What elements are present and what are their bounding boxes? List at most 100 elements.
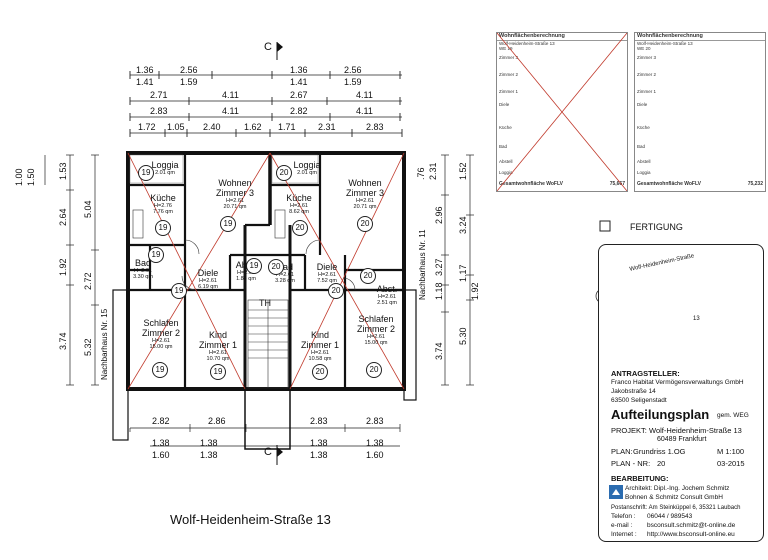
dim-top-4-4: 4.11 [356, 106, 373, 116]
section-marks [276, 42, 283, 465]
dim-top-4-3: 2.82 [290, 106, 308, 116]
title-block: Wolf-Heidenheim-Straße 13 ANTRAGSTELLER:… [598, 244, 764, 542]
map-street-label: Wolf-Heidenheim-Straße [629, 253, 695, 273]
dim-bottom-1-4: 2.83 [366, 416, 384, 426]
project-label: PROJEKT: [611, 426, 647, 435]
fertigung-label: FERTIGUNG [630, 222, 683, 232]
right-dimension-lines [441, 154, 474, 386]
dim-right-a-2: 3.24 [458, 216, 468, 234]
unit-badge: 20 [268, 259, 284, 275]
unit-badge: 19 [152, 362, 168, 378]
dim-right-top-2: 2.31 [428, 162, 438, 180]
plan-nr: 20 [657, 459, 666, 468]
area-calculation-sheet-19: Wohnflächenberechnung Wolf-Heidenheim-St… [496, 32, 628, 192]
dim-right-b-2: 3.27 [434, 258, 444, 276]
map-number-label: 13 [693, 316, 700, 322]
dim-left-a-2: 2.64 [58, 208, 68, 226]
architect: Architekt: Dipl.-Ing. Jochem Schmitz [625, 485, 730, 492]
dim-bottom-1-1: 2.82 [152, 416, 170, 426]
fertigung-checkbox [599, 220, 611, 232]
dim-bottom-1-2: 2.86 [208, 416, 226, 426]
dim-top-3-2: 4.11 [222, 90, 239, 100]
web: http://www.bsconsult-online.eu [647, 531, 735, 538]
dim-bottom-3-2: 1.38 [200, 450, 218, 460]
phone-label: Telefon : [611, 513, 636, 520]
section-mark-top: C [264, 41, 272, 53]
company-logo-icon [609, 485, 623, 499]
dim-top-4-2: 4.11 [222, 106, 239, 116]
dim-left-b-2: 2.72 [83, 272, 93, 290]
plan-title-suffix: gem. WEG [717, 412, 749, 419]
dim-top-2-4: 1.59 [344, 77, 362, 87]
stair-label: TH [259, 298, 271, 308]
dim-left-outer-2: 1.50 [26, 168, 36, 186]
dim-bottom-3-4: 1.60 [366, 450, 384, 460]
staircase [247, 299, 289, 389]
section-mark-bottom: C [264, 446, 272, 458]
dim-right-top-1: .76 [416, 167, 426, 180]
neighbour-left-label: Nachbarhaus Nr. 15 [100, 308, 109, 380]
plan-value: Grundriss 1.OG [633, 447, 686, 456]
bottom-dimension-lines [129, 424, 401, 447]
unit-badge: 20 [366, 362, 382, 378]
unit-badge: 20 [357, 216, 373, 232]
bearbeitung-label: BEARBEITUNG: [611, 474, 669, 483]
plan-scale: M 1:100 [717, 447, 745, 456]
dim-left-b-3: 5.32 [83, 338, 93, 356]
unit-badge: 20 [276, 165, 292, 181]
unit-badge: 19 [171, 283, 187, 299]
dim-right-b-1: 2.96 [434, 206, 444, 224]
project-line1: Wolf-Heidenheim-Straße 13 [649, 426, 742, 435]
web-label: Internet : [611, 531, 637, 538]
left-dimension-lines [44, 154, 99, 386]
dim-top-5-5: 1.71 [278, 122, 296, 132]
dim-bottom-3-1: 1.60 [152, 450, 170, 460]
dim-top-2-3: 1.41 [290, 77, 308, 87]
dim-bottom-1-3: 2.83 [310, 416, 328, 426]
dim-top-1-3: 1.36 [290, 65, 308, 75]
applicant-line2: Jakobstraße 14 [611, 388, 656, 395]
dim-top-4-1: 2.83 [150, 106, 168, 116]
dim-left-a-4: 3.74 [58, 332, 68, 350]
dim-bottom-2-4: 1.38 [366, 438, 384, 448]
room-abst-19: Abst.H=2.611.83 qm [236, 260, 257, 282]
plan-date: 03-2015 [717, 459, 745, 468]
dim-top-1-4: 2.56 [344, 65, 362, 75]
postal-address: Postanschrift: Am Steinküppel 6, 35321 L… [611, 505, 741, 511]
unit-badge: 19 [246, 258, 262, 274]
dim-left-outer-1: 1.00 [14, 168, 24, 186]
top-dimension-lines [129, 71, 403, 137]
plan-label: PLAN: [611, 447, 633, 456]
unit-badge: 20 [360, 268, 376, 284]
dim-right-b-4: 1.92 [470, 282, 480, 300]
dim-top-3-4: 4.11 [356, 90, 373, 100]
unit-badge: 19 [210, 364, 226, 380]
dim-top-5-2: 1.05 [167, 122, 185, 132]
unit-badge: 19 [148, 247, 164, 263]
dim-bottom-2-1: 1.38 [152, 438, 170, 448]
building-walls [112, 151, 417, 450]
unit-badge: 19 [155, 220, 171, 236]
dim-top-5-4: 1.62 [244, 122, 262, 132]
phone: 06044 / 989543 [647, 513, 693, 520]
email: bsconsult.schmitz@t-online.de [647, 522, 736, 529]
dim-right-b-3: 1.18 [434, 282, 444, 300]
dim-top-3-3: 2.67 [290, 90, 308, 100]
company: Bohnen & Schmitz Consult GmbH [625, 494, 723, 501]
area-calculation-sheet-20: Wohnflächenberechnung Wolf-Heidenheim-St… [634, 32, 766, 192]
dim-top-3-1: 2.71 [150, 90, 168, 100]
unit-badge: 19 [138, 165, 154, 181]
street-label: Wolf-Heidenheim-Straße 13 [170, 512, 331, 527]
